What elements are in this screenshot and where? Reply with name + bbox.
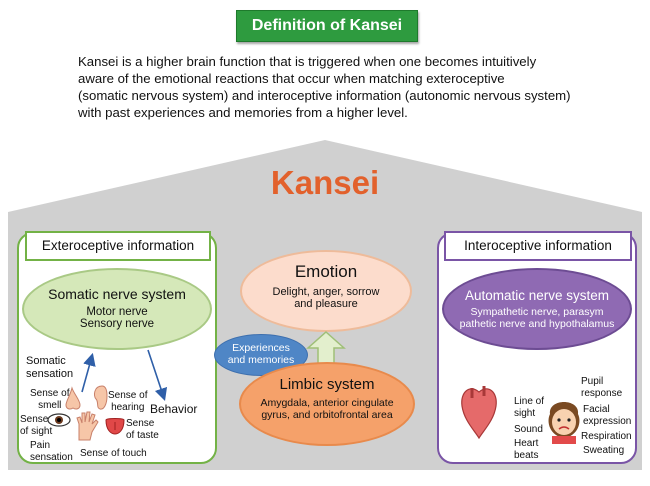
sound-label: Sound (514, 424, 543, 435)
touch-label: Sense of touch (80, 448, 147, 459)
limbic-line1: Amygdala, anterior cingulate (260, 397, 394, 409)
limbic-title: Limbic system (279, 376, 375, 393)
interoceptive-title: Interoceptive information (444, 231, 632, 261)
tongue-icon (105, 418, 125, 435)
nose-icon (65, 386, 81, 410)
somatic-line1: Motor nerve (86, 306, 148, 318)
hand-icon (76, 411, 99, 441)
respiration-label: Respiration (581, 431, 632, 442)
heart-icon (461, 386, 497, 440)
sweating-label: Sweating (583, 445, 625, 456)
automatic-line2: pathetic nerve and hypothalamus (459, 318, 615, 330)
exteroceptive-title: Exteroceptive information (25, 231, 211, 261)
automatic-nerve-system: Automatic nerve system Sympathetic nerve… (442, 268, 632, 350)
limbic-line2: gyrus, and orbitofrontal area (261, 409, 393, 421)
emotion-ellipse: Emotion Delight, anger, sorrow and pleas… (240, 250, 412, 332)
somatic-line2: Sensory nerve (79, 318, 155, 330)
limbic-system-ellipse: Limbic system Amygdala, anterior cingula… (239, 362, 415, 446)
automatic-line1: Sympathetic nerve, parasym (470, 306, 604, 318)
eye-icon (47, 413, 71, 427)
face-icon (548, 402, 580, 444)
page-title: Definition of Kansei (236, 10, 418, 42)
kansei-heading: Kansei (270, 164, 380, 201)
automatic-title: Automatic nerve system (464, 288, 610, 303)
up-arrow (306, 330, 346, 365)
emotion-title: Emotion (294, 262, 358, 281)
somatic-nerve-system: Somatic nerve system Motor nerve Sensory… (22, 268, 212, 350)
emotion-line2: and pleasure (294, 298, 358, 310)
emotion-line1: Delight, anger, sorrow (272, 286, 380, 298)
intro-text: Kansei is a higher brain function that i… (78, 54, 571, 120)
ear-icon (93, 385, 108, 410)
behavior-label: Behavior (150, 402, 198, 416)
somatic-title: Somatic nerve system (48, 286, 186, 302)
